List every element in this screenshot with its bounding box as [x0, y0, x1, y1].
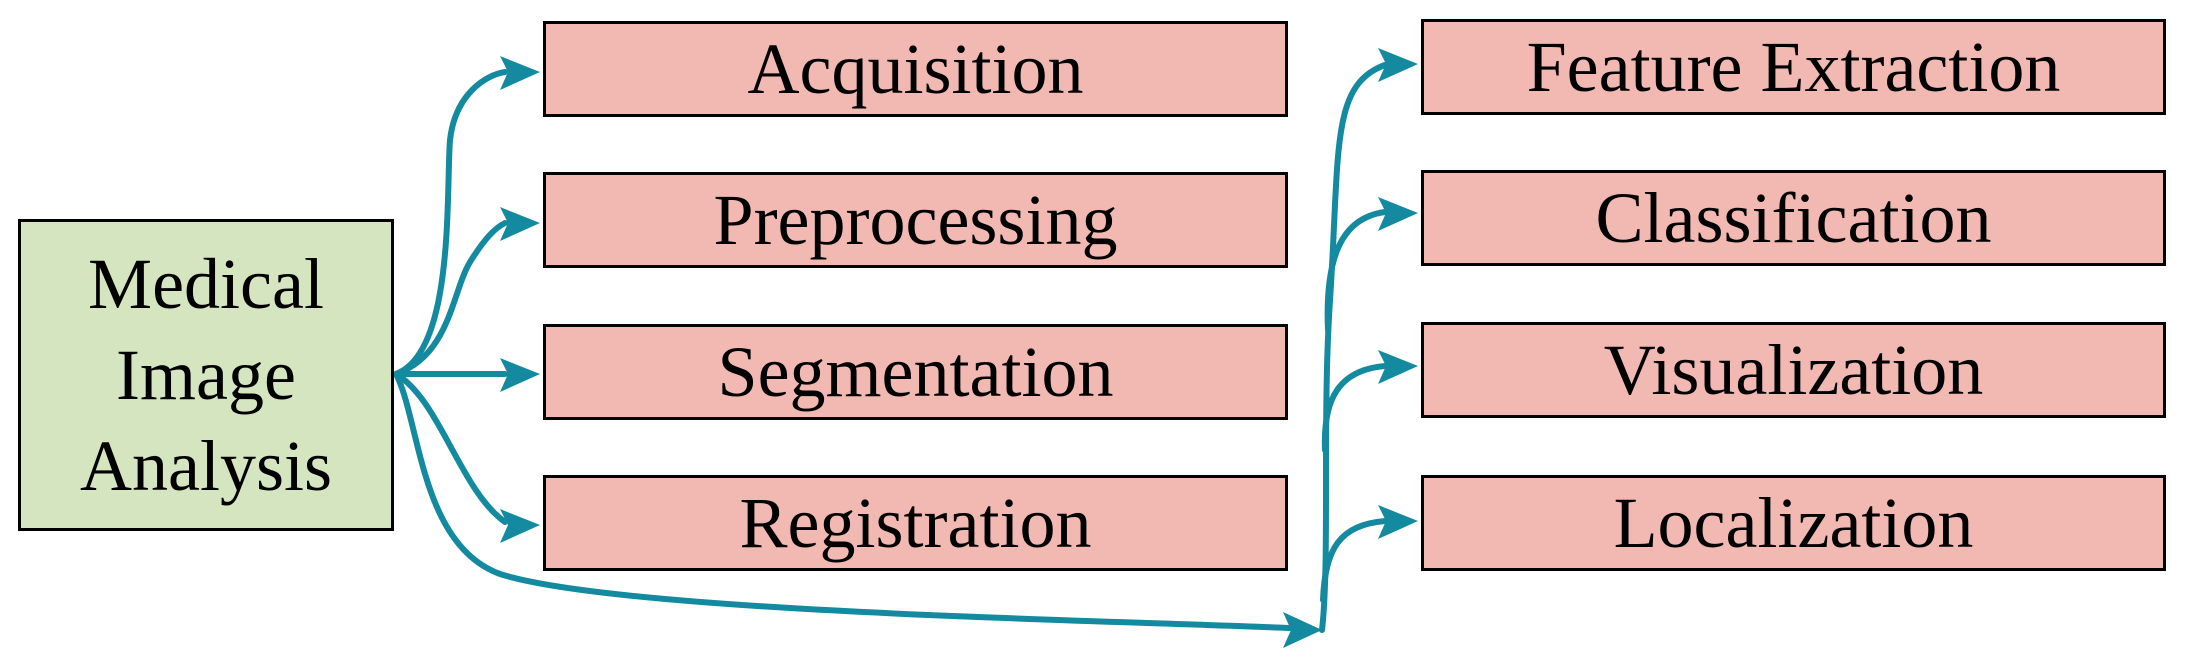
step-label: Localization — [1613, 482, 1974, 563]
root-line-1: Medical — [88, 243, 324, 324]
arrowhead-classification — [1378, 197, 1418, 231]
arrowhead-feature-extraction — [1378, 48, 1418, 82]
step-visualization: Visualization — [1421, 322, 2166, 418]
step-registration: Registration — [543, 475, 1288, 571]
step-label: Registration — [739, 482, 1092, 563]
step-segmentation: Segmentation — [543, 324, 1288, 420]
arrow-to-localization — [1320, 518, 1388, 603]
arrow-to-right-group — [393, 371, 1293, 631]
step-label: Classification — [1595, 177, 1992, 258]
arrow-to-preprocessing — [393, 220, 508, 377]
arrowhead-segmentation — [500, 358, 540, 392]
arrowhead-registration — [500, 509, 540, 543]
root-line-3: Analysis — [80, 425, 332, 506]
arrowhead-right-group — [1283, 612, 1322, 648]
arrowhead-localization — [1378, 505, 1418, 539]
step-localization: Localization — [1421, 475, 2166, 571]
step-classification: Classification — [1421, 170, 2166, 266]
step-label: Acquisition — [747, 28, 1084, 109]
step-label: Segmentation — [717, 331, 1114, 412]
step-acquisition: Acquisition — [543, 21, 1288, 117]
root-node-medical-image-analysis: Medical Image Analysis — [18, 219, 394, 531]
arrow-to-registration — [393, 371, 508, 525]
step-label: Preprocessing — [713, 179, 1118, 260]
step-label: Visualization — [1603, 329, 1984, 410]
arrowhead-acquisition — [500, 56, 540, 90]
arrowhead-visualization — [1378, 350, 1418, 384]
step-feature-extraction: Feature Extraction — [1421, 19, 2166, 115]
arrow-to-visualization — [1321, 363, 1388, 453]
arrowhead-preprocessing — [500, 207, 540, 241]
step-label: Feature Extraction — [1526, 26, 2061, 107]
arrow-trunk — [1319, 62, 1388, 633]
arrow-to-classification — [1324, 209, 1388, 333]
root-line-2: Image — [116, 334, 296, 415]
arrow-to-acquisition — [393, 69, 508, 377]
step-preprocessing: Preprocessing — [543, 172, 1288, 268]
